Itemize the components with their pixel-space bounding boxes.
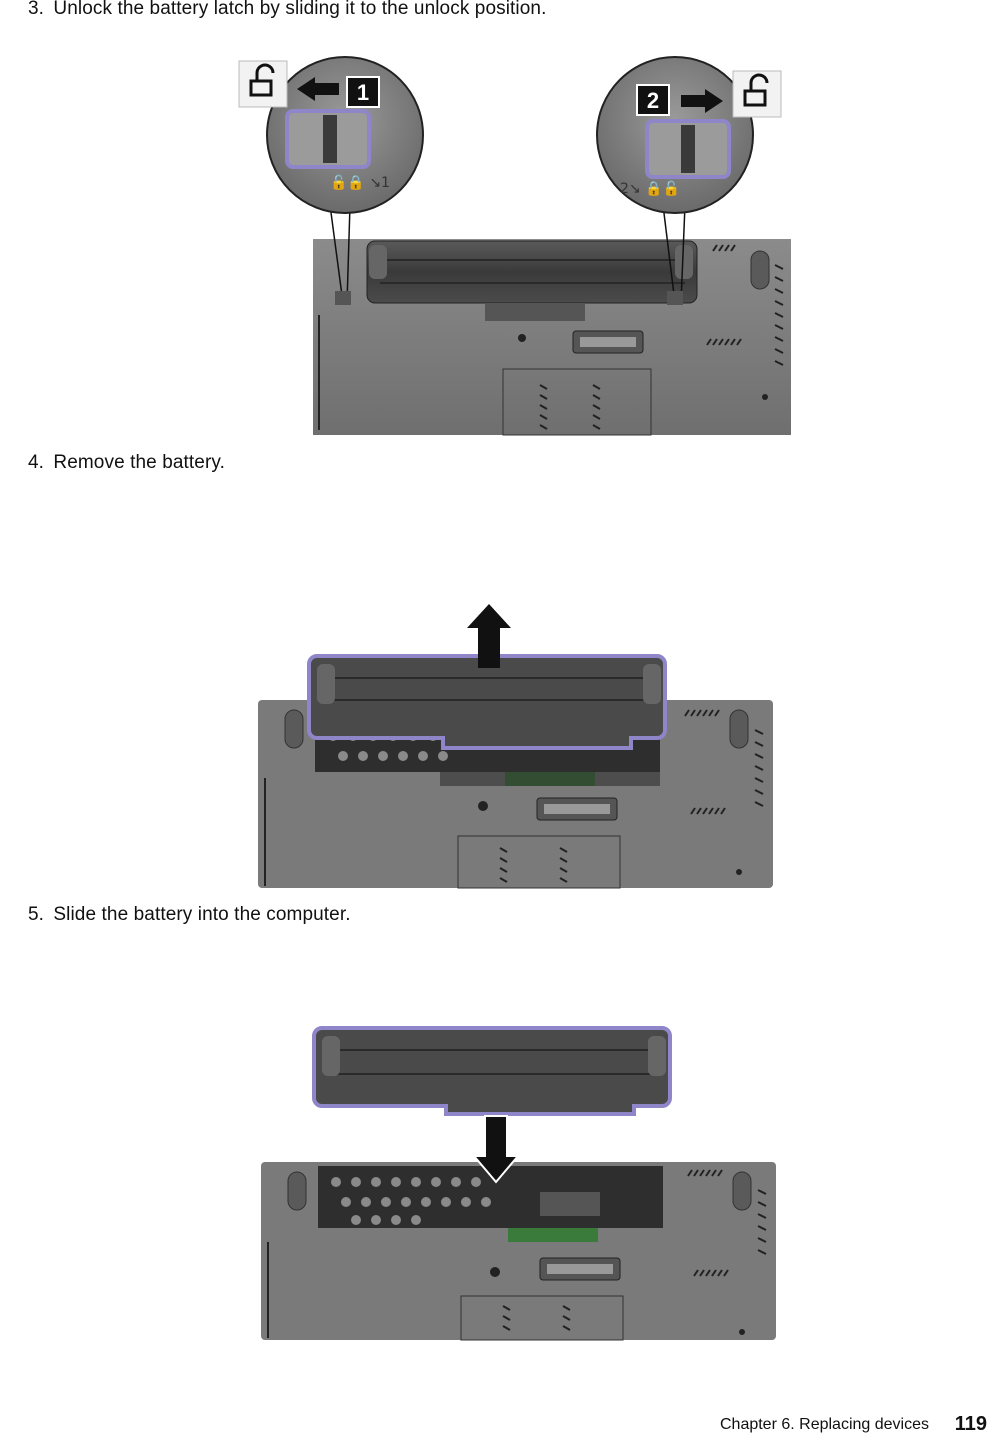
step-number: 5. (28, 904, 45, 925)
arrow-right-icon (681, 89, 723, 113)
step-4: 4. Remove the battery. (28, 452, 225, 474)
figure-unlock-latch: 🔓🔒 ↘1 1 2↘ 🔒🔓 2 (238, 56, 791, 436)
page-footer: Chapter 6. Replacing devices 119 (0, 1413, 989, 1437)
unlock-icon (238, 60, 288, 108)
svg-text:2↘ 🔒🔓: 2↘ 🔒🔓 (620, 180, 680, 197)
svg-text:1: 1 (357, 80, 369, 105)
arrow-down-icon (471, 1115, 521, 1184)
page-number: 119 (954, 1413, 987, 1435)
step-5: 5. Slide the battery into the computer. (28, 904, 351, 926)
step-3: 3. Unlock the battery latch by sliding i… (28, 0, 546, 20)
step-number: 3. (28, 0, 45, 19)
step-text: Remove the battery. (53, 452, 225, 473)
step-text: Unlock the battery latch by sliding it t… (53, 0, 547, 19)
step-text: Slide the battery into the computer. (53, 904, 351, 925)
figure-insert-battery (261, 1026, 776, 1341)
svg-text:🔓🔒 ↘1: 🔓🔒 ↘1 (330, 174, 390, 191)
step-number: 4. (28, 452, 45, 473)
figure-remove-battery (258, 604, 773, 889)
svg-text:2: 2 (647, 88, 659, 113)
callout-1 (346, 76, 380, 108)
arrow-up-icon (467, 604, 511, 668)
battery (312, 1026, 672, 1116)
chapter-title: Chapter 6. Replacing devices (719, 1416, 929, 1433)
unlock-icon (732, 70, 782, 118)
battery (307, 654, 667, 750)
callout-2 (636, 84, 670, 116)
arrow-left-icon (297, 77, 339, 101)
battery (366, 240, 698, 304)
